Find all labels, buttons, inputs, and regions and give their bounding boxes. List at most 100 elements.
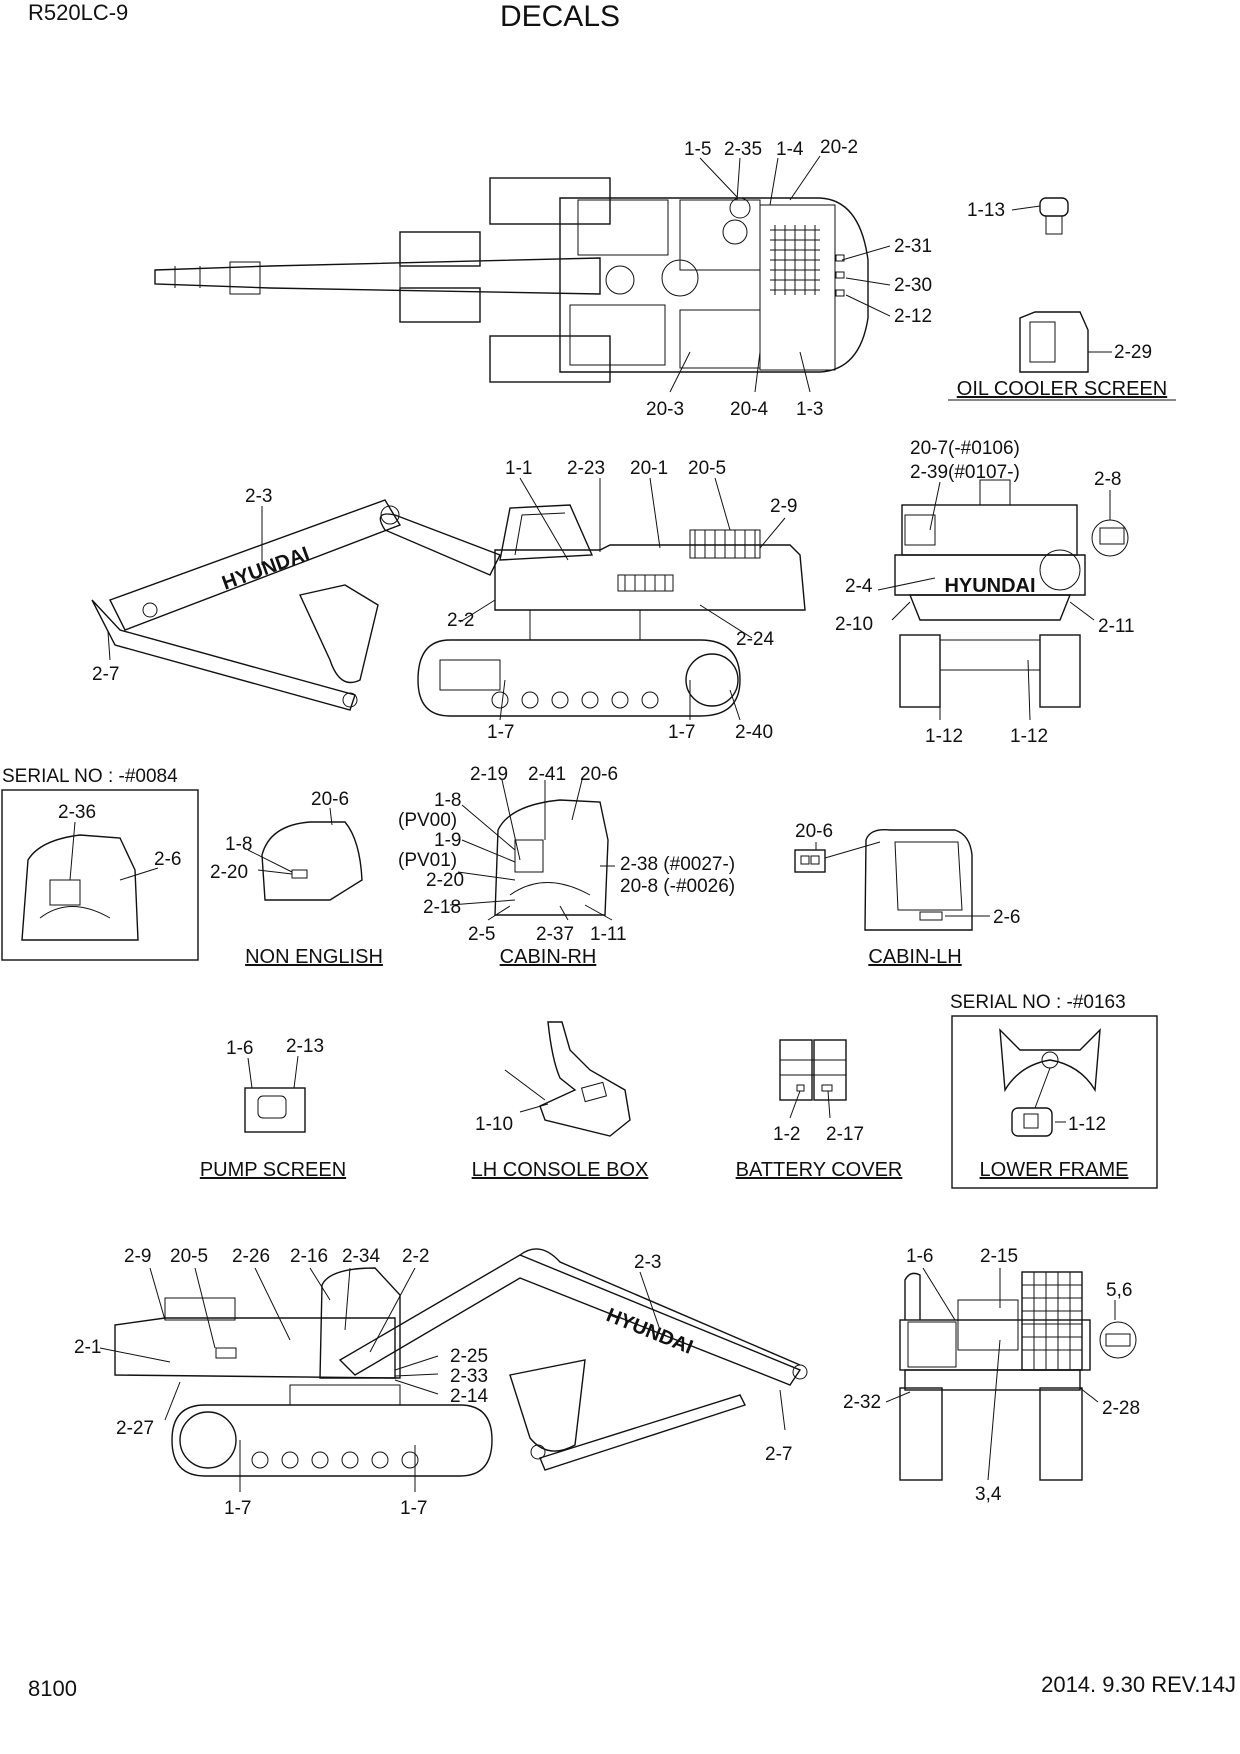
caption-cabin-rh: CABIN-RH bbox=[500, 946, 597, 968]
label-top-1-4: 1-4 bbox=[776, 139, 804, 160]
cabin-rh-view: 2-19 2-41 20-6 1-8 (PV00) 1-9 (PV01) 2-2… bbox=[398, 764, 735, 968]
rear-brand-text: HYUNDAI bbox=[944, 575, 1035, 597]
label-rh-20-8: 20-8 (-#0026) bbox=[620, 876, 735, 897]
label-r-2-27: 2-27 bbox=[116, 1418, 154, 1439]
label-2-29: 2-29 bbox=[1114, 342, 1152, 363]
label-rear-2-8: 2-8 bbox=[1094, 469, 1121, 490]
model-name: R520LC-9 bbox=[28, 0, 128, 25]
label-rear-2-39: 2-39(#0107-) bbox=[910, 462, 1020, 483]
label-front-2-15: 2-15 bbox=[980, 1246, 1018, 1267]
label-side-2-40: 2-40 bbox=[735, 722, 773, 743]
rear-view: HYUNDAI 20-7(-#0106) 2-39(#0107-) 2-8 2-… bbox=[835, 438, 1135, 747]
label-side-2-2: 2-2 bbox=[447, 610, 474, 631]
page-title: DECALS bbox=[500, 0, 620, 33]
label-r-2-3: 2-3 bbox=[634, 1252, 661, 1273]
label-r-2-2: 2-2 bbox=[402, 1246, 429, 1267]
label-rh-2-37: 2-37 bbox=[536, 924, 574, 945]
label-ne-20-6: 20-6 bbox=[311, 789, 349, 810]
label-side-2-24: 2-24 bbox=[736, 629, 774, 650]
label-r-2-33: 2-33 bbox=[450, 1366, 488, 1387]
label-1-13: 1-13 bbox=[967, 200, 1005, 221]
pump-screen-view: 1-6 2-13 PUMP SCREEN bbox=[200, 1036, 346, 1181]
label-top-20-4: 20-4 bbox=[730, 399, 768, 420]
caption-oil-cooler-screen: OIL COOLER SCREEN bbox=[957, 378, 1167, 400]
label-front-1-6: 1-6 bbox=[906, 1246, 933, 1267]
label-r-2-16: 2-16 bbox=[290, 1246, 328, 1267]
label-front-2-32: 2-32 bbox=[843, 1392, 881, 1413]
label-side-1-7-b: 1-7 bbox=[668, 722, 695, 743]
label-pump-1-6: 1-6 bbox=[226, 1038, 253, 1059]
label-r-2-1: 2-1 bbox=[74, 1337, 101, 1358]
label-top-2-31: 2-31 bbox=[894, 236, 932, 257]
label-top-20-3: 20-3 bbox=[646, 399, 684, 420]
label-rear-2-4: 2-4 bbox=[845, 576, 873, 597]
caption-battery-cover: BATTERY COVER bbox=[736, 1159, 903, 1181]
page-number: 8100 bbox=[28, 1676, 77, 1701]
cabin-lh-view: 20-6 2-6 CABIN-LH bbox=[794, 821, 1020, 968]
boom-brand-text: HYUNDAI bbox=[219, 543, 312, 595]
label-rh-1-11: 1-11 bbox=[590, 924, 627, 945]
front-view: 1-6 2-15 5,6 2-32 2-28 3,4 bbox=[843, 1246, 1140, 1505]
label-rh-pv01: (PV01) bbox=[398, 850, 457, 871]
caption-lower-frame: LOWER FRAME bbox=[980, 1159, 1129, 1181]
label-console-1-10: 1-10 bbox=[475, 1114, 513, 1135]
label-front-3-4: 3,4 bbox=[975, 1484, 1002, 1505]
label-rh-pv00: (PV00) bbox=[398, 810, 457, 831]
label-ne-2-20: 2-20 bbox=[210, 862, 248, 883]
label-side-1-7-a: 1-7 bbox=[487, 722, 514, 743]
side-view-right: HYUNDAI 2-9 20-5 2-26 2-16 2-34 2-2 2-3 … bbox=[74, 1246, 808, 1519]
non-english-view: SERIAL NO : -#0084 2-36 2-6 20-6 1-8 2-2… bbox=[1, 766, 383, 968]
label-top-2-35: 2-35 bbox=[724, 139, 762, 160]
label-side-20-1: 20-1 bbox=[630, 458, 668, 479]
label-battery-1-2: 1-2 bbox=[773, 1124, 800, 1145]
label-side-2-9: 2-9 bbox=[770, 496, 797, 517]
lower-frame-view: SERIAL NO : -#0163 1-12 LOWER FRAME bbox=[950, 992, 1158, 1189]
label-ne-2-36: 2-36 bbox=[58, 802, 96, 823]
label-rh-2-19: 2-19 bbox=[470, 764, 508, 785]
label-side-20-5: 20-5 bbox=[688, 458, 726, 479]
lh-console-view: 1-10 LH CONSOLE BOX bbox=[472, 1021, 648, 1181]
label-ne-2-6: 2-6 bbox=[154, 849, 181, 870]
label-r-2-26: 2-26 bbox=[232, 1246, 270, 1267]
oil-cooler-view: 1-13 2-29 OIL COOLER SCREEN bbox=[948, 197, 1176, 401]
side-view: HYUNDAI 1-1 2-23 20-1 20-5 2-9 2-3 2-2 2… bbox=[91, 458, 806, 743]
label-top-1-5: 1-5 bbox=[684, 139, 711, 160]
label-rh-1-8: 1-8 bbox=[434, 790, 461, 811]
label-ne-1-8: 1-8 bbox=[225, 834, 252, 855]
label-rh-2-20: 2-20 bbox=[426, 870, 464, 891]
caption-cabin-lh: CABIN-LH bbox=[868, 946, 961, 968]
battery-cover-view: 1-2 2-17 BATTERY COVER bbox=[736, 1039, 903, 1181]
boom-brand-text-right: HYUNDAI bbox=[603, 1304, 696, 1359]
label-top-2-12: 2-12 bbox=[894, 306, 932, 327]
label-r-2-25: 2-25 bbox=[450, 1346, 488, 1367]
label-rh-2-38: 2-38 (#0027-) bbox=[620, 854, 735, 875]
label-r-2-7: 2-7 bbox=[765, 1444, 792, 1465]
label-r-1-7-a: 1-7 bbox=[224, 1498, 251, 1519]
non-english-serial: SERIAL NO : -#0084 bbox=[2, 766, 178, 787]
label-rh-20-6: 20-6 bbox=[580, 764, 618, 785]
label-lower-1-12: 1-12 bbox=[1068, 1114, 1106, 1135]
label-r-20-5: 20-5 bbox=[170, 1246, 208, 1267]
label-top-2-30: 2-30 bbox=[894, 275, 932, 296]
caption-non-english: NON ENGLISH bbox=[245, 946, 383, 968]
label-rear-2-10: 2-10 bbox=[835, 614, 873, 635]
label-top-1-3: 1-3 bbox=[796, 399, 823, 420]
label-battery-2-17: 2-17 bbox=[826, 1124, 864, 1145]
label-lh-2-6: 2-6 bbox=[993, 907, 1020, 928]
label-rear-2-11: 2-11 bbox=[1098, 616, 1135, 637]
lower-frame-serial: SERIAL NO : -#0163 bbox=[950, 992, 1126, 1013]
caption-pump-screen: PUMP SCREEN bbox=[200, 1159, 346, 1181]
top-view: 1-5 2-35 1-4 20-2 2-31 2-30 2-12 20-3 20… bbox=[154, 137, 932, 420]
label-r-2-34: 2-34 bbox=[342, 1246, 380, 1267]
label-top-20-2: 20-2 bbox=[820, 137, 858, 158]
label-rh-1-9: 1-9 bbox=[434, 830, 461, 851]
revision-date: 2014. 9.30 REV.14J bbox=[1041, 1672, 1236, 1697]
label-rh-2-18: 2-18 bbox=[423, 897, 461, 918]
label-rear-1-12-b: 1-12 bbox=[1010, 726, 1048, 747]
label-pump-2-13: 2-13 bbox=[286, 1036, 324, 1057]
label-front-2-28: 2-28 bbox=[1102, 1398, 1140, 1419]
label-rh-2-41: 2-41 bbox=[528, 764, 566, 785]
label-side-1-1: 1-1 bbox=[505, 458, 532, 479]
label-r-1-7-b: 1-7 bbox=[400, 1498, 427, 1519]
